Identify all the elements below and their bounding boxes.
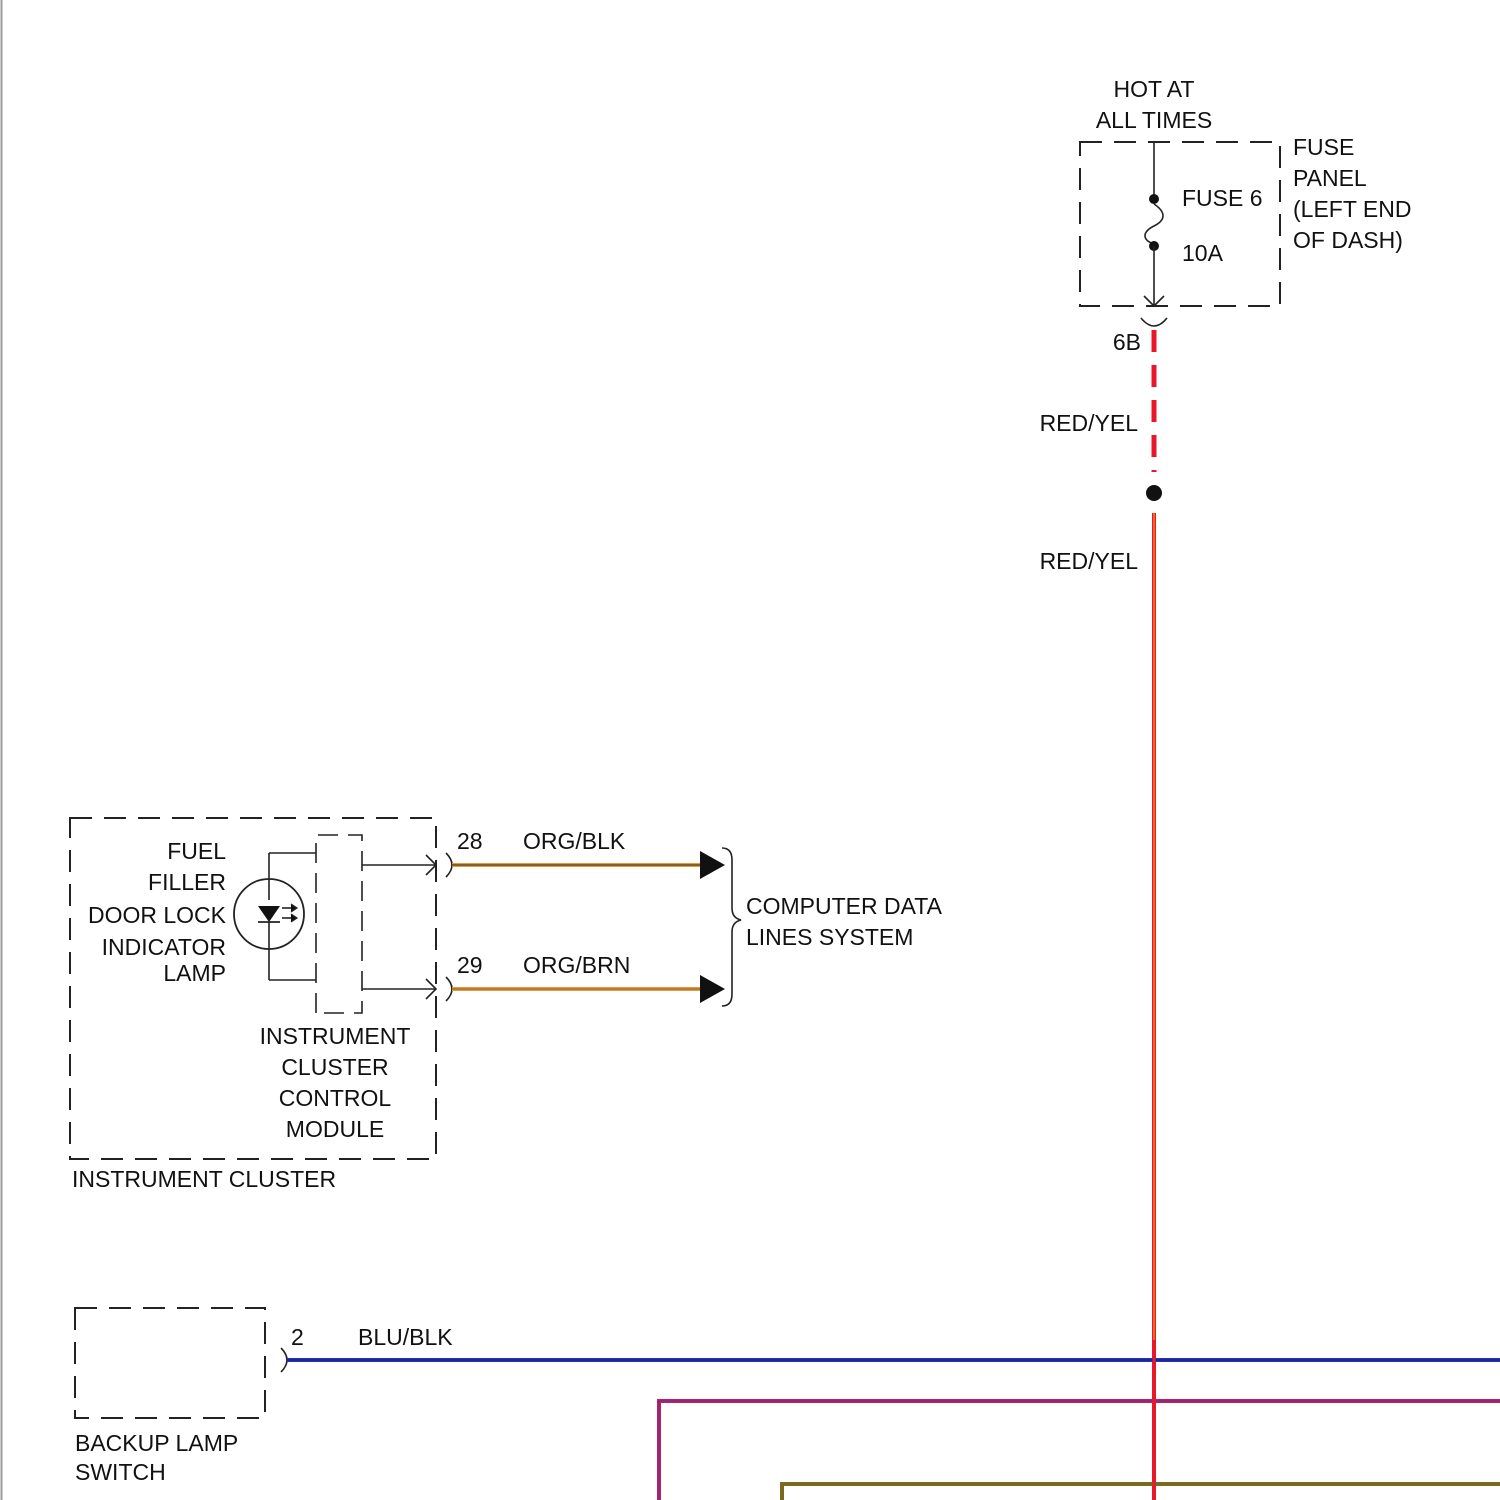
lamp-label-line3: DOOR LOCK [88, 902, 227, 928]
computer-data-brace-icon [722, 848, 741, 1006]
lamp-label-line1: FUEL [167, 838, 226, 864]
connector-29-icon [446, 977, 452, 1001]
pin-28-label: 28 [457, 828, 483, 854]
module-label-line1: INSTRUMENT [260, 1023, 411, 1049]
backup-switch-label-line2: SWITCH [75, 1459, 166, 1485]
hot-at-all-times-line1: HOT AT [1114, 76, 1195, 102]
lamp-label-line5: LAMP [163, 960, 226, 986]
fuse-name: FUSE 6 [1182, 185, 1263, 211]
backup-lamp-switch-box [75, 1308, 265, 1418]
org-blk-label: ORG/BLK [523, 828, 626, 854]
led-lamp-icon [234, 853, 304, 980]
org-blk-arrow-icon [700, 851, 725, 879]
hot-at-all-times-line2: ALL TIMES [1096, 107, 1212, 133]
lamp-label-line4: INDICATOR [102, 934, 226, 960]
connector-2-icon [281, 1348, 287, 1372]
module-label-line3: CONTROL [279, 1085, 392, 1111]
olive-wire [782, 1484, 1500, 1500]
module-label-line4: MODULE [286, 1116, 384, 1142]
red-yel-label-lower: RED/YEL [1040, 548, 1139, 574]
pin-2-label: 2 [291, 1324, 304, 1350]
computer-data-label-line1: COMPUTER DATA [746, 893, 943, 919]
blu-blk-label: BLU/BLK [358, 1324, 453, 1350]
splice-point [1146, 485, 1162, 501]
fuse-panel-label-line1: FUSE [1293, 134, 1354, 160]
fuse-panel-label-line3: (LEFT END [1293, 196, 1411, 222]
instrument-cluster-title: INSTRUMENT CLUSTER [72, 1166, 336, 1192]
terminal-6b-label: 6B [1113, 329, 1141, 355]
connector-28-icon [446, 853, 452, 877]
fuse-panel-label-line4: OF DASH) [1293, 227, 1403, 253]
pin-29-label: 29 [457, 952, 483, 978]
lamp-label-line2: FILLER [148, 869, 226, 895]
fuse-rating: 10A [1182, 240, 1224, 266]
fuse-panel-box [1080, 142, 1280, 306]
red-yel-label-upper: RED/YEL [1040, 410, 1139, 436]
fuse-terminal-top [1149, 194, 1159, 204]
org-brn-arrow-icon [700, 975, 725, 1003]
org-brn-label: ORG/BRN [523, 952, 630, 978]
fuse-element-icon [1145, 204, 1163, 244]
fuse-panel-label-line2: PANEL [1293, 165, 1367, 191]
control-module-box [316, 835, 362, 1013]
computer-data-label-line2: LINES SYSTEM [746, 924, 913, 950]
connector-6b-icon [1141, 318, 1167, 326]
module-label-line2: CLUSTER [281, 1054, 388, 1080]
backup-switch-label-line1: BACKUP LAMP [75, 1430, 238, 1456]
